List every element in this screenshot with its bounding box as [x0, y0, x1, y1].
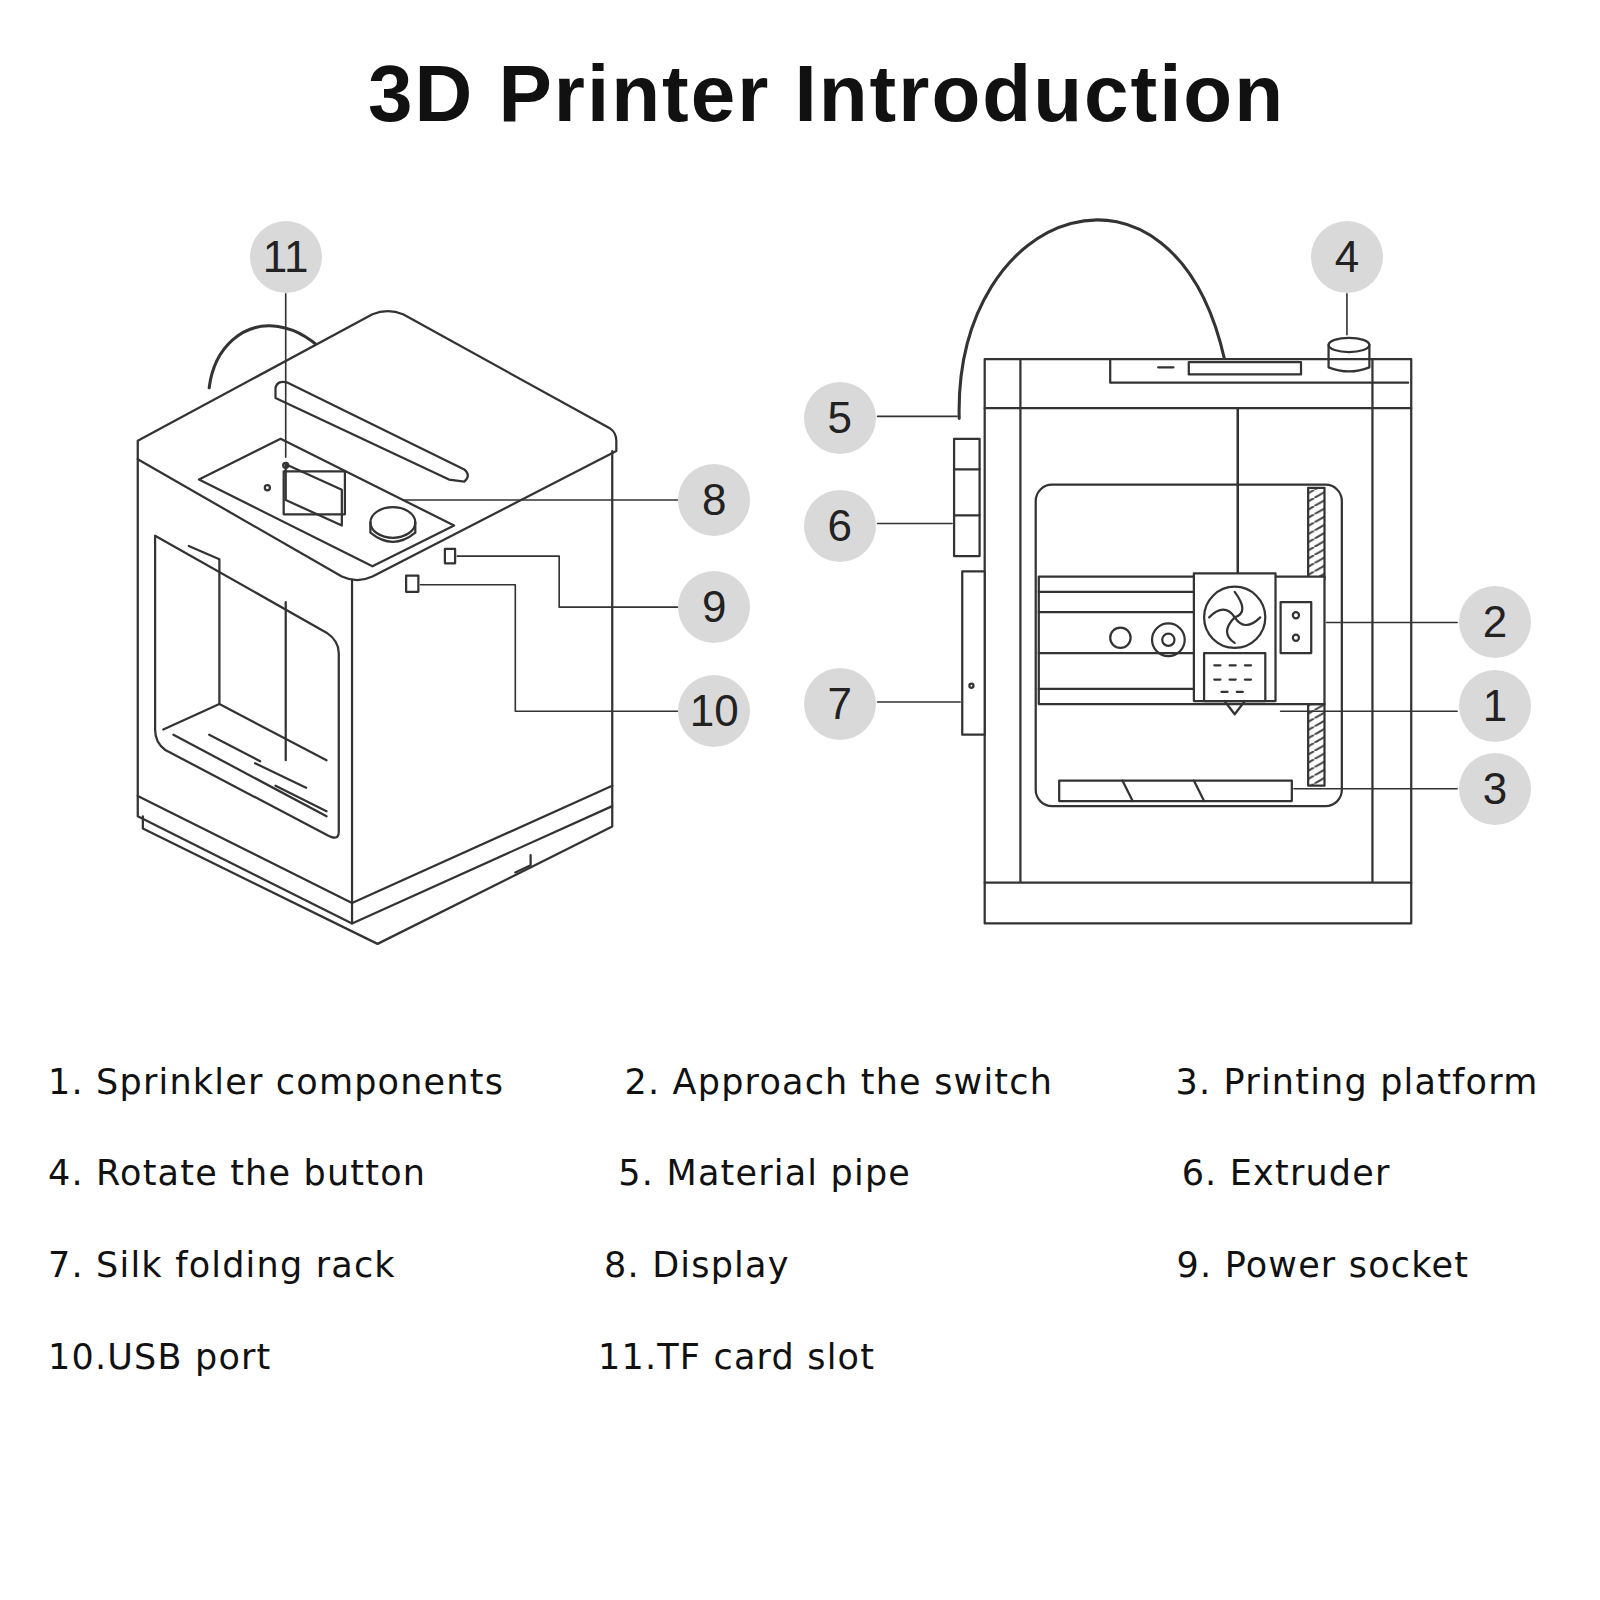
callout-number: 9 — [702, 582, 726, 632]
callout-circle: 7 — [804, 668, 876, 740]
callout-circle: 6 — [804, 490, 876, 562]
callout-circle: 2 — [1459, 586, 1531, 658]
callout-number: 7 — [828, 679, 852, 729]
part-description: 6. Extruder — [1182, 1153, 1391, 1193]
part-description: 7. Silk folding rack — [48, 1245, 396, 1285]
callout-number: 6 — [828, 501, 852, 551]
callout-number: 1 — [1483, 681, 1507, 731]
part-description: 8. Display — [604, 1245, 790, 1285]
callout-number: 8 — [702, 475, 726, 525]
callout-circle: 3 — [1459, 753, 1531, 825]
page-title: 3D Printer Introduction — [368, 48, 1285, 140]
part-description: 10.USB port — [48, 1337, 272, 1377]
callout-circle: 5 — [804, 382, 876, 454]
callout-number: 2 — [1483, 597, 1507, 647]
callout-number: 11 — [263, 232, 309, 282]
part-description: 1. Sprinkler components — [48, 1062, 504, 1102]
part-description: 4. Rotate the button — [48, 1153, 426, 1193]
callout-circle: 11 — [250, 221, 322, 293]
callout-number: 5 — [828, 393, 852, 443]
part-description: 3. Printing platform — [1176, 1062, 1539, 1102]
part-description: 5. Material pipe — [618, 1153, 911, 1193]
part-description: 11.TF card slot — [598, 1337, 875, 1377]
callout-circle: 8 — [678, 464, 750, 536]
callout-number: 10 — [690, 686, 739, 736]
callout-circle: 4 — [1311, 221, 1383, 293]
callout-number: 3 — [1483, 764, 1507, 814]
part-description: 2. Approach the switch — [624, 1062, 1053, 1102]
callout-number: 4 — [1335, 232, 1359, 282]
callout-circle: 10 — [678, 675, 750, 747]
part-description: 9. Power socket — [1177, 1245, 1470, 1285]
callout-circle: 1 — [1459, 670, 1531, 742]
callout-circle: 9 — [678, 571, 750, 643]
